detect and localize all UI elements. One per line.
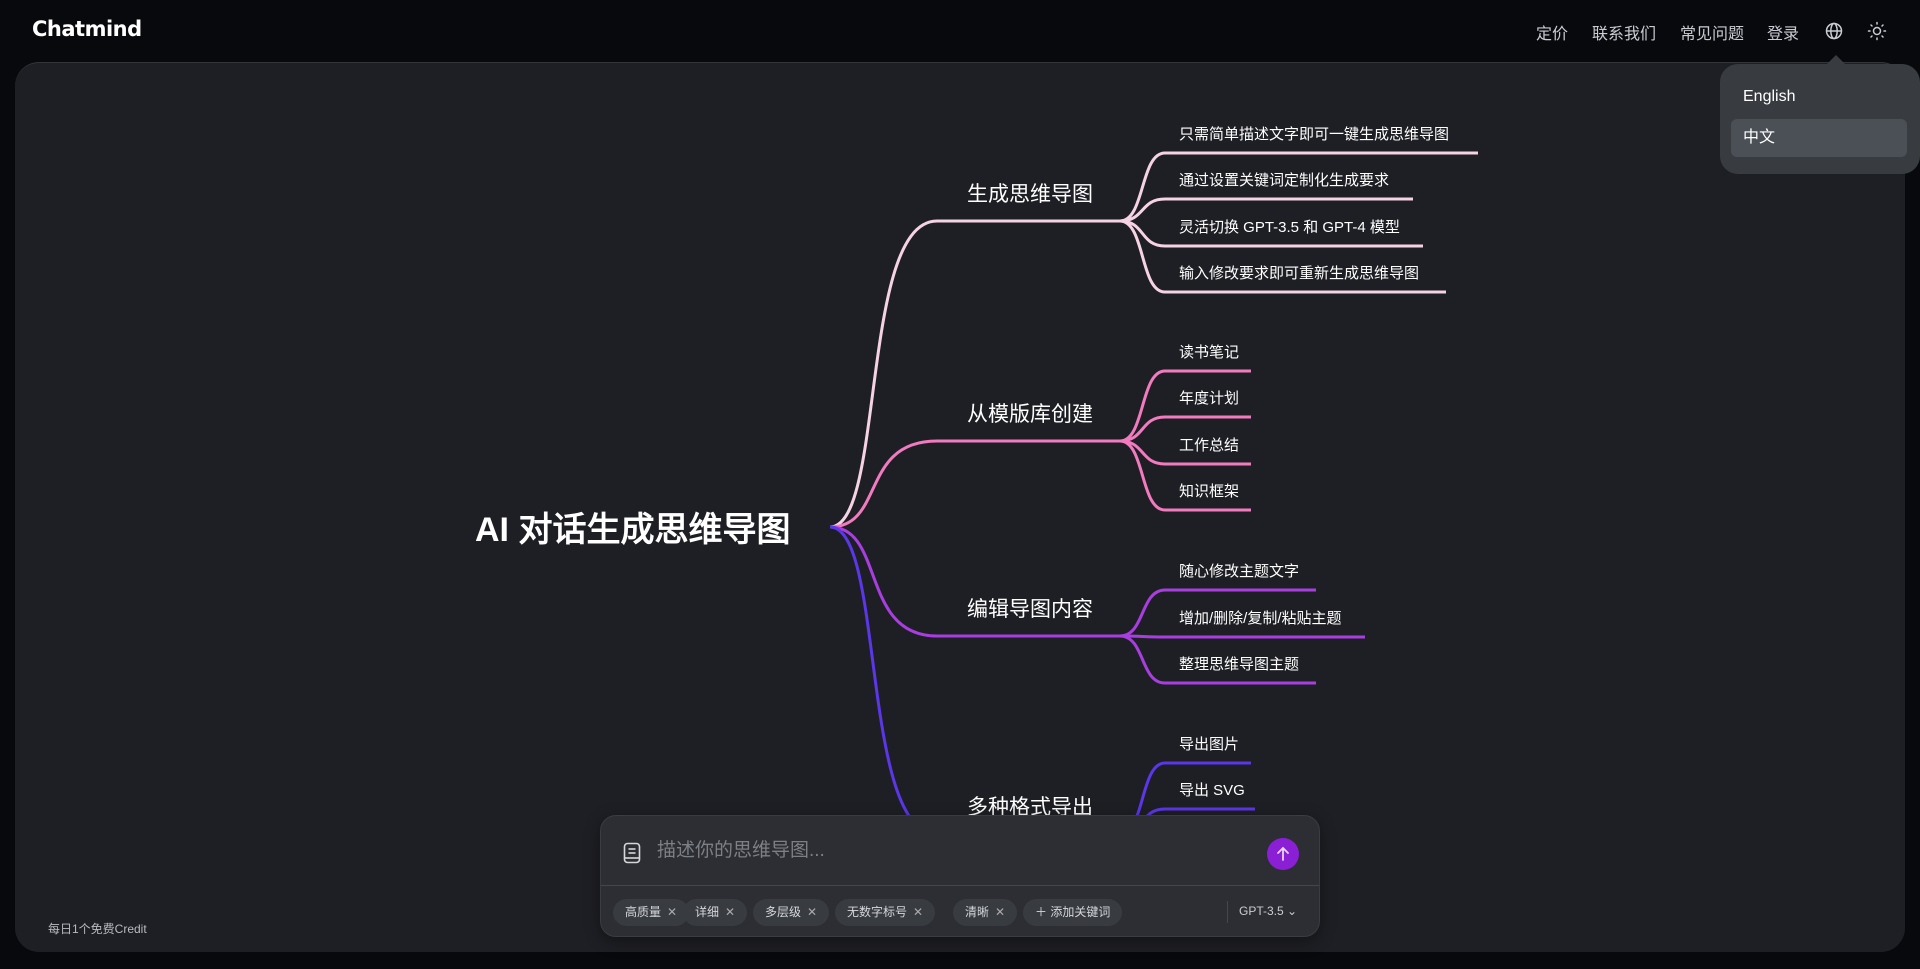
branch-topic[interactable]: 生成思维导图 bbox=[967, 183, 1093, 206]
branch-topic[interactable]: 从模版库创建 bbox=[967, 403, 1093, 426]
leaf-topic[interactable]: 工作总结 bbox=[1179, 437, 1239, 454]
leaf-topic[interactable]: 导出 SVG bbox=[1179, 782, 1245, 799]
remove-icon[interactable]: ✕ bbox=[667, 905, 678, 919]
leaf-connector bbox=[1119, 634, 1365, 639]
send-button[interactable] bbox=[1267, 838, 1299, 870]
credit-info: 每日1个免费Credit bbox=[48, 922, 147, 936]
leaf-connector bbox=[1119, 151, 1478, 223]
divider bbox=[1227, 901, 1228, 923]
globe-icon[interactable] bbox=[1824, 21, 1844, 41]
branch-connector bbox=[829, 219, 1120, 529]
leaf-topic[interactable]: 导出图片 bbox=[1179, 736, 1239, 753]
language-option-chinese[interactable]: 中文 bbox=[1731, 119, 1907, 157]
keyword-chip[interactable]: 无数字标号✕ bbox=[835, 899, 936, 926]
nav-faq[interactable]: 常见问题 bbox=[1680, 26, 1745, 43]
remove-icon[interactable]: ✕ bbox=[995, 905, 1006, 919]
language-menu: English 中文 bbox=[1720, 55, 1920, 174]
mindmap-description-input[interactable] bbox=[657, 834, 1217, 868]
nav-contact[interactable]: 联系我们 bbox=[1592, 26, 1657, 43]
nav-login[interactable]: 登录 bbox=[1767, 26, 1800, 43]
leaf-topic[interactable]: 读书笔记 bbox=[1179, 344, 1239, 361]
leaf-topic[interactable]: 随心修改主题文字 bbox=[1179, 563, 1299, 580]
branch-connector bbox=[829, 525, 1120, 638]
leaf-topic[interactable]: 只需简单描述文字即可一键生成思维导图 bbox=[1179, 126, 1449, 143]
remove-icon[interactable]: ✕ bbox=[913, 905, 924, 919]
keyword-chip[interactable]: 清晰✕ bbox=[953, 899, 1018, 926]
leaf-topic[interactable]: 增加/删除/复制/粘贴主题 bbox=[1179, 609, 1342, 627]
keyword-chip[interactable]: 详细✕ bbox=[683, 899, 748, 926]
leaf-topic[interactable]: 输入修改要求即可重新生成思维导图 bbox=[1179, 265, 1419, 282]
leaf-topic[interactable]: 通过设置关键词定制化生成要求 bbox=[1179, 172, 1389, 189]
keyword-chip[interactable]: 多层级✕ bbox=[753, 899, 830, 926]
divider bbox=[601, 885, 1319, 886]
sun-icon[interactable] bbox=[1867, 21, 1887, 41]
top-header: Chatmind 定价 联系我们 常见问题 登录 bbox=[0, 0, 1920, 62]
leaf-connector bbox=[1119, 415, 1251, 443]
arrow-up-icon bbox=[1277, 846, 1289, 861]
add-keyword-button[interactable]: ＋ 添加关键词 bbox=[1023, 899, 1123, 926]
leaf-connector bbox=[1119, 588, 1316, 638]
logo[interactable]: Chatmind bbox=[32, 17, 142, 41]
root-topic[interactable]: AI 对话生成思维导图 bbox=[475, 511, 790, 549]
leaf-topic[interactable]: 年度计划 bbox=[1179, 390, 1239, 407]
model-selector[interactable]: GPT-3.5 ⌄ bbox=[1239, 904, 1298, 918]
leaf-connector bbox=[1119, 197, 1413, 223]
mindmap: AI 对话生成思维导图 生成思维导图 只需简单描述文字即可一键生成思维导图通过设置关… bbox=[475, 126, 1478, 836]
mindmap-canvas: AI 对话生成思维导图 生成思维导图 只需简单描述文字即可一键生成思维导图通过设置关… bbox=[15, 62, 1905, 952]
branch-connector bbox=[829, 439, 1120, 529]
chevron-down-icon: ⌄ bbox=[1283, 904, 1298, 918]
leaf-connector bbox=[1119, 369, 1251, 443]
leaf-connector bbox=[1119, 439, 1251, 512]
remove-icon[interactable]: ✕ bbox=[725, 905, 736, 919]
remove-icon[interactable]: ✕ bbox=[807, 905, 818, 919]
language-option-english[interactable]: English bbox=[1743, 88, 1796, 105]
plus-icon: ＋ bbox=[1035, 905, 1051, 919]
branch-topic[interactable]: 编辑导图内容 bbox=[967, 598, 1093, 621]
branch-topic[interactable]: 多种格式导出 bbox=[967, 796, 1093, 819]
leaf-topic[interactable]: 灵活切换 GPT-3.5 和 GPT-4 模型 bbox=[1179, 219, 1400, 236]
leaf-connector bbox=[1119, 219, 1446, 294]
leaf-topic[interactable]: 整理思维导图主题 bbox=[1179, 656, 1299, 673]
keyword-chip[interactable]: 高质量✕ bbox=[613, 899, 690, 926]
prompt-box: 高质量✕ 详细✕ 多层级✕ 无数字标号✕ 清晰✕ ＋ 添加关键词 GPT-3.5… bbox=[600, 815, 1320, 937]
nav-pricing[interactable]: 定价 bbox=[1536, 26, 1569, 43]
leaf-connector bbox=[1119, 634, 1316, 685]
leaf-topic[interactable]: 知识框架 bbox=[1179, 483, 1239, 500]
book-icon bbox=[623, 842, 641, 864]
